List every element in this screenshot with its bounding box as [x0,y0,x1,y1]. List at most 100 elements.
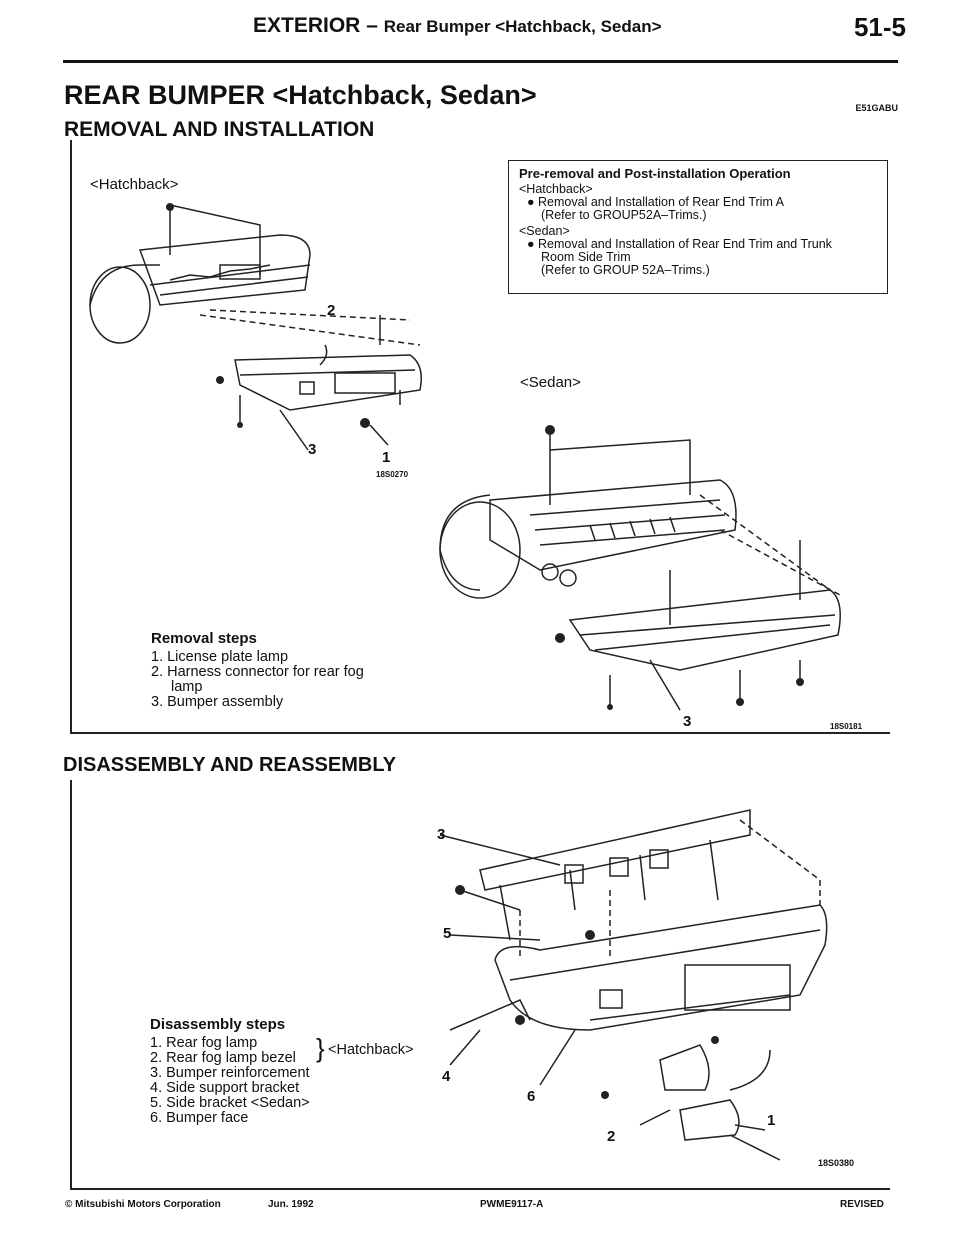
hatch-fender-left [89,264,160,306]
fog-harness [729,1049,771,1091]
header-rule [63,60,898,63]
sedan-grille-ribs [589,516,676,541]
disassembly-diagram [439,809,828,1161]
running-header: EXTERIOR – Rear Bumper <Hatchback, Sedan… [253,14,662,38]
hatch-bumper-line [239,369,416,376]
header-topic: Rear Bumper <Hatchback, Sedan> [383,17,662,36]
note-sedan-item-2: Room Side Trim [541,250,631,264]
fog-screw-line [729,1134,781,1161]
hatch-callout-1: 1 [382,449,391,466]
removal-step-2-cont: lamp [171,679,203,695]
pre-removal-note: Pre-removal and Post-installation Operat… [508,160,888,294]
sedan-nut-icon-2 [796,678,804,686]
reinforcement-block-1 [564,864,584,884]
sedan-bumper-diagram [439,425,841,711]
hatch-screw-icon [166,203,174,211]
sedan-guide-lines [549,430,801,625]
page-number: 51-5 [853,12,906,42]
side-bolt-icon [515,1015,525,1025]
hatch-leader-1 [199,314,421,346]
disassembly-callout-1: 1 [767,1112,776,1129]
hatch-callout-1-line [369,424,389,446]
disassembly-callout-6: 6 [527,1088,536,1105]
bracket-brace: } [316,1033,325,1063]
page-title: REAR BUMPER <Hatchback, Sedan> [64,80,537,110]
doc-code: E51GABU [855,103,898,113]
sedan-fender [439,494,491,591]
hatch-tire [89,266,151,344]
sedan-bumper-lower [594,624,831,651]
bezel-nut-icon [711,1036,719,1044]
disassembly-guides [519,819,821,960]
bracket-note: <Hatchback> [328,1042,414,1058]
sedan-bolt-icon [607,704,613,710]
hatchback-bumper-diagram [89,203,422,451]
fog-bezel [659,1044,710,1091]
sedan-bumper-line [579,614,836,636]
disassembly-heading: DISASSEMBLY AND REASSEMBLY [63,754,397,776]
disassembly-figure-code: 18S0380 [818,1158,855,1168]
disassembly-callout-3: 3 [437,826,446,843]
note-hatchback: <Hatchback> [519,182,593,196]
hatch-license-lamp [299,381,315,395]
sedan-body-panel [489,479,737,571]
disassembly-steps: Disassembly steps 1. Rear fog lamp 2. Re… [150,1017,440,1126]
header-section: EXTERIOR [253,14,361,37]
disassembly-step-4: 4. Side support bracket [150,1080,300,1096]
hatch-callout-3: 3 [308,441,317,458]
callout-4-leader [449,1029,481,1066]
disassembly-frame [70,780,890,1190]
hatch-figure-code: 18S0270 [376,470,409,479]
hatchback-label: <Hatchback> [90,176,179,193]
clip-icon [455,885,465,895]
reinforcement-brackets [499,839,719,941]
callout-2-leader [639,1109,671,1126]
bumper-plate-recess [684,964,791,1011]
face-bolt-icon [601,1091,609,1099]
hatch-callout-2: 2 [327,302,336,319]
hatch-callout-3-line [279,409,309,451]
disassembly-callout-5: 5 [443,925,452,942]
callout-1-leader [734,1124,766,1131]
note-sedan-item-text: Removal and Installation of Rear End Tri… [538,237,832,251]
removal-step-1: 1. License plate lamp [151,649,289,665]
reinforcement-block-3 [649,849,669,869]
removal-frame [70,140,890,734]
note-hatch-ref: (Refer to GROUP52A–Trims.) [541,208,707,222]
sedan-bolt-lines [609,660,801,705]
footer-date: Jun. 1992 [268,1199,314,1210]
sedan-tire [439,501,521,599]
hatch-body-lines [149,264,311,296]
header-dash: – [366,14,378,37]
note-title: Pre-removal and Post-installation Operat… [519,166,791,181]
removal-step-3: 3. Bumper assembly [151,694,284,710]
callout-3-leader [439,834,561,866]
hatch-plate-area [334,372,396,394]
note-sedan-item: ● Removal and Installation of Rear End T… [527,237,832,251]
sedan-bumper [568,589,841,671]
sedan-clip-icon [555,633,565,643]
note-sedan-ref: (Refer to GROUP 52A–Trims.) [541,263,710,277]
sedan-leaders [699,494,841,596]
sedan-callout-3-line [649,659,681,711]
sedan-label: <Sedan> [520,374,581,391]
disassembly-callout-4: 4 [442,1068,451,1085]
reinforcement-beam [479,809,751,891]
sedan-exhaust-2 [559,569,577,587]
reinforcement-block-2 [609,857,629,877]
bumper-face-outline [494,904,828,1031]
note-hatch-item: ● Removal and Installation of Rear End T… [527,195,784,209]
disassembly-step-1: 1. Rear fog lamp [150,1035,258,1051]
disassembly-callout-2: 2 [607,1128,616,1145]
sedan-exhaust-1 [541,563,559,581]
footer-revised: REVISED [840,1199,884,1210]
footer-pub: PWME9117-A [480,1199,544,1210]
hatch-guide-lines [169,204,401,425]
hatch-bolt-icon [237,422,243,428]
callout-6-leader [539,1029,576,1086]
bracket-bolt-icon [585,930,595,940]
hatch-harness [319,344,328,366]
note-hatch-item-text: Removal and Installation of Rear End Tri… [538,195,784,209]
removal-heading: REMOVAL AND INSTALLATION [64,118,375,141]
bumper-lamp-opening [599,989,623,1009]
